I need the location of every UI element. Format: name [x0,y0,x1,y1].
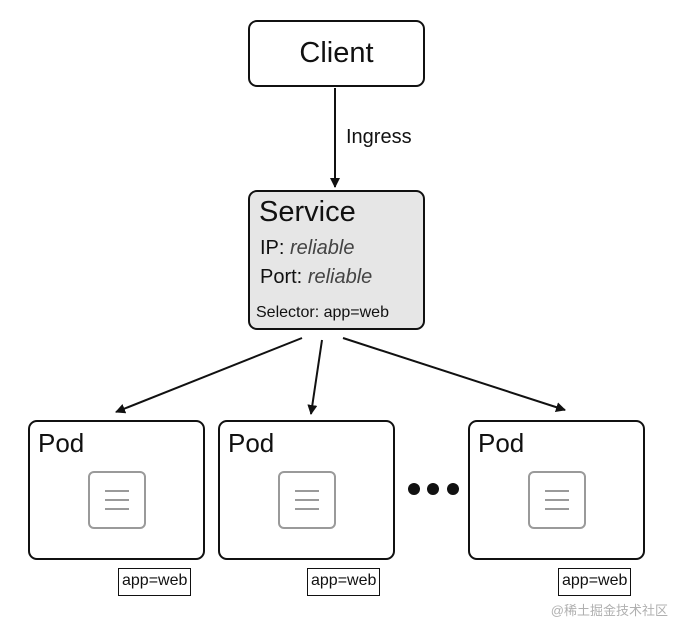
service-ip-key: IP: [260,237,285,259]
pod-node: Pod [28,420,205,560]
service-port: Port: reliable [260,266,372,289]
arrow-to-pod-2 [307,339,323,415]
pod-label: app=web [307,568,381,596]
pod-title: Pod [478,428,525,458]
pod-label: app=web [118,568,192,596]
client-label: Client [299,37,374,69]
pod-title: Pod [38,428,85,458]
pod-node: Pod [218,420,395,560]
pod-label: app=web [558,568,632,596]
service-ip-value: reliable [290,237,355,259]
ingress-label: Ingress [346,126,412,148]
ellipsis-dots [408,483,459,495]
container-icon [528,471,586,529]
container-icon [88,471,146,529]
container-icon [278,471,336,529]
service-title: Service [259,196,356,228]
service-ip: IP: reliable [260,237,355,260]
service-port-value: reliable [307,266,373,288]
arrow-to-pod-1 [115,337,303,414]
service-port-key: Port: [260,266,303,288]
service-node: Service IP: reliable Port: reliable Sele… [248,190,425,330]
service-selector: Selector: app=web [256,304,389,321]
client-node: Client [248,20,425,87]
arrow-to-pod-3 [342,337,566,412]
pod-title: Pod [228,428,275,458]
pod-node: Pod [468,420,645,560]
watermark: @稀土掘金技术社区 [550,603,668,618]
